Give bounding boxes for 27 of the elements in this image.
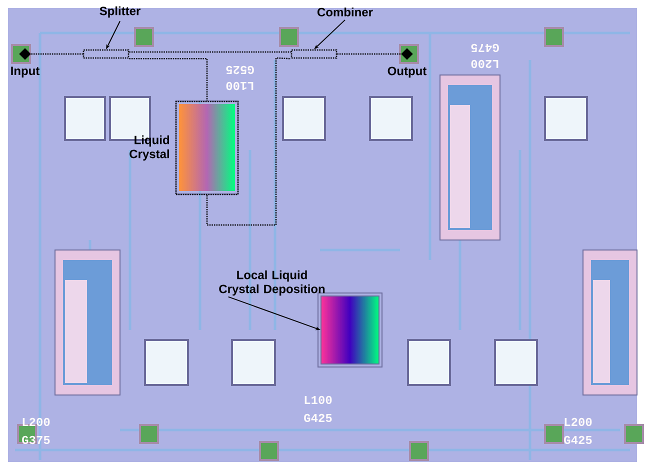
dotted-path xyxy=(129,58,208,101)
callout-text: Splitter xyxy=(100,6,140,18)
chip-marking: G525 xyxy=(226,66,254,74)
callout-text: Liquid Crystal xyxy=(130,135,170,161)
dotted-path xyxy=(206,57,291,226)
chip-marking: L100 xyxy=(304,396,332,404)
callout-text: Output xyxy=(388,66,427,78)
port-marker xyxy=(19,48,31,60)
liquid-crystal-cell xyxy=(320,296,380,364)
dotted-path xyxy=(31,53,83,55)
chip-marking: L200 xyxy=(471,60,498,68)
chip-marking: G375 xyxy=(22,436,50,444)
port-marker xyxy=(401,48,413,60)
chip-marking: G425 xyxy=(564,436,592,444)
chip-marking: L200 xyxy=(22,418,50,426)
chip-marking: L100 xyxy=(226,82,254,90)
callout-text: Input xyxy=(11,66,40,78)
chip-marking: G475 xyxy=(471,44,499,52)
dotted-path xyxy=(337,53,401,55)
dotted-path xyxy=(129,51,291,53)
chip-marking: G425 xyxy=(304,414,332,422)
dotted-outline xyxy=(290,49,338,59)
chip-marking: L200 xyxy=(564,418,592,426)
dotted-outline xyxy=(175,100,239,196)
dotted-outline xyxy=(82,49,130,59)
callout-text: Combiner xyxy=(318,8,373,16)
callout-text: Local Liquid Crystal Deposition xyxy=(219,270,325,296)
